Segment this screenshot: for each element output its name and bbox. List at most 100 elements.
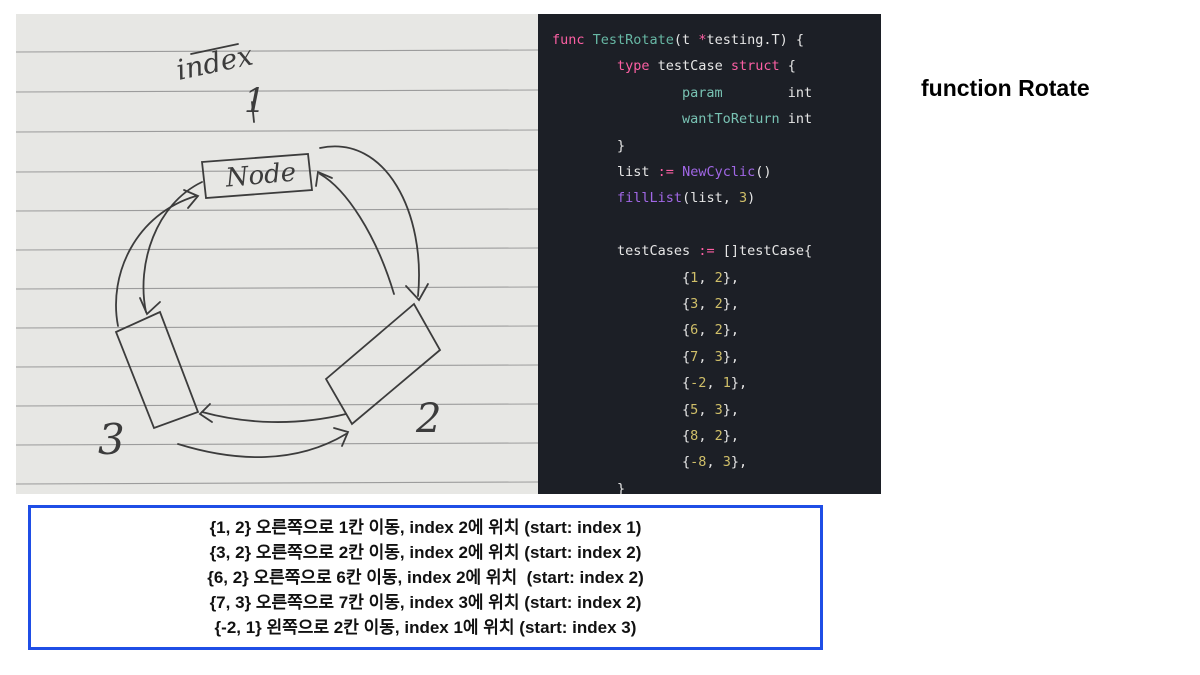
code-line: testCases := []testCase{ [552,241,812,261]
code-token: , [698,269,715,286]
code-token: (t [673,32,699,48]
code-token: func [552,32,593,48]
explanation-box: {1, 2} 오른쪽으로 1칸 이동, index 2에 위치 (start: … [28,505,823,650]
code-token: }, [730,375,748,392]
code-token [552,111,682,127]
code-line: {3, 2}, [552,294,739,314]
code-token: 1 [722,375,731,392]
sketch-photo: index Node 1 2 3 [16,14,538,494]
arrow-3-to-2-head [333,427,350,447]
code-line: param int [552,83,812,103]
code-token: { [552,296,691,312]
explanation-line: {-2, 1} 왼쪽으로 2칸 이동, index 1에 위치 (start: … [214,618,637,637]
code-token: , [698,401,715,418]
code-token [552,58,617,74]
code-token: testCases [552,243,699,260]
code-token: 2 [714,296,723,312]
code-token: { [779,58,796,75]
code-token: 7 [690,348,699,365]
code-token: , [698,296,715,312]
code-token: { [552,454,691,471]
code-line: } [552,136,625,156]
code-token: param [682,84,723,101]
code-token: list [552,164,658,180]
index-1-label: 1 [244,81,266,121]
index-1-stroke [251,101,255,123]
arrow-3-to-1 [115,195,197,327]
code-token: TestRotate [592,32,674,48]
code-token: , [698,428,715,444]
code-line: {5, 3}, [552,400,739,420]
code-token: -8 [690,454,707,471]
code-token: int [722,84,813,101]
code-token: { [552,269,691,286]
code-token: := [698,243,715,260]
code-line: {6, 2}, [552,320,739,340]
code-token: { [552,348,691,365]
code-token: 8 [690,428,699,444]
code-token: 2 [714,322,723,339]
code-panel: func TestRotate(t *testing.T) { type tes… [538,14,881,494]
code-token: 6 [690,322,699,339]
code-token: }, [722,322,739,339]
code-token: NewCyclic [682,164,756,180]
code-token: }, [722,401,739,418]
code-token: 3 [714,348,723,365]
code-token: testing.T) { [706,32,804,48]
explanation-line: {7, 3} 오른쪽으로 7칸 이동, index 3에 위치 (start: … [209,593,642,612]
index-underline [190,43,239,55]
code-token: { [552,375,691,392]
code-token: 3 [738,190,748,207]
arrow-3-to-2 [177,433,347,458]
code-token: * [698,32,707,48]
code-token: testCase [657,58,731,75]
code-line: type testCase struct { [552,56,796,76]
sketch-drawing: index Node 1 2 3 [16,38,538,485]
code-line: wantToReturn int [552,109,812,129]
ruled-lines [16,49,538,485]
code-token: (list, [682,190,739,207]
arrow-1-to-3-head [139,297,161,316]
arrow-1-to-2 [319,145,420,297]
arrow-2-to-1 [319,173,395,295]
code-token: , [698,322,715,339]
code-token: }, [722,296,739,312]
explanation-line: {1, 2} 오른쪽으로 1칸 이동, index 2에 위치 (start: … [209,518,642,537]
node-box-1 [201,153,313,199]
code-token: 1 [690,269,699,286]
code-token: 2 [714,269,723,286]
arrow-2-to-3 [201,411,347,423]
code-line: {7, 3}, [552,347,739,367]
node-box-3 [114,310,200,430]
code-token: []testCase{ [714,243,813,260]
code-line: } [552,479,625,494]
code-line: list := NewCyclic() [552,162,772,182]
code-line: fillList(list, 3) [552,188,755,208]
code-token: 2 [714,428,723,444]
index-3-label: 3 [98,415,125,464]
code-line: {1, 2}, [552,268,739,288]
code-line: func TestRotate(t *testing.T) { [552,30,804,50]
code-token: struct [730,58,780,75]
code-token: { [552,322,691,339]
code-token: type [617,58,658,75]
code-token: }, [730,454,748,471]
index-2-label: 2 [415,396,441,442]
side-title: function Rotate [921,75,1090,101]
code-token: } [552,137,626,154]
arrow-2-to-1-head [315,170,333,187]
code-token: fillList [617,190,683,207]
code-token: () [755,164,772,180]
code-token: 5 [690,401,699,418]
code-token: { [552,401,691,418]
code-token: 3 [690,296,699,312]
code-token: }, [722,428,739,444]
arrow-1-to-2-head [405,283,429,302]
arrow-2-to-3-head [198,403,213,423]
code-token: 3 [722,454,731,471]
arrow-3-to-1-head [183,189,200,209]
code-token: }, [722,269,739,286]
code-token: { [552,428,691,444]
code-token: , [706,375,723,392]
node-label: Node [224,158,298,194]
